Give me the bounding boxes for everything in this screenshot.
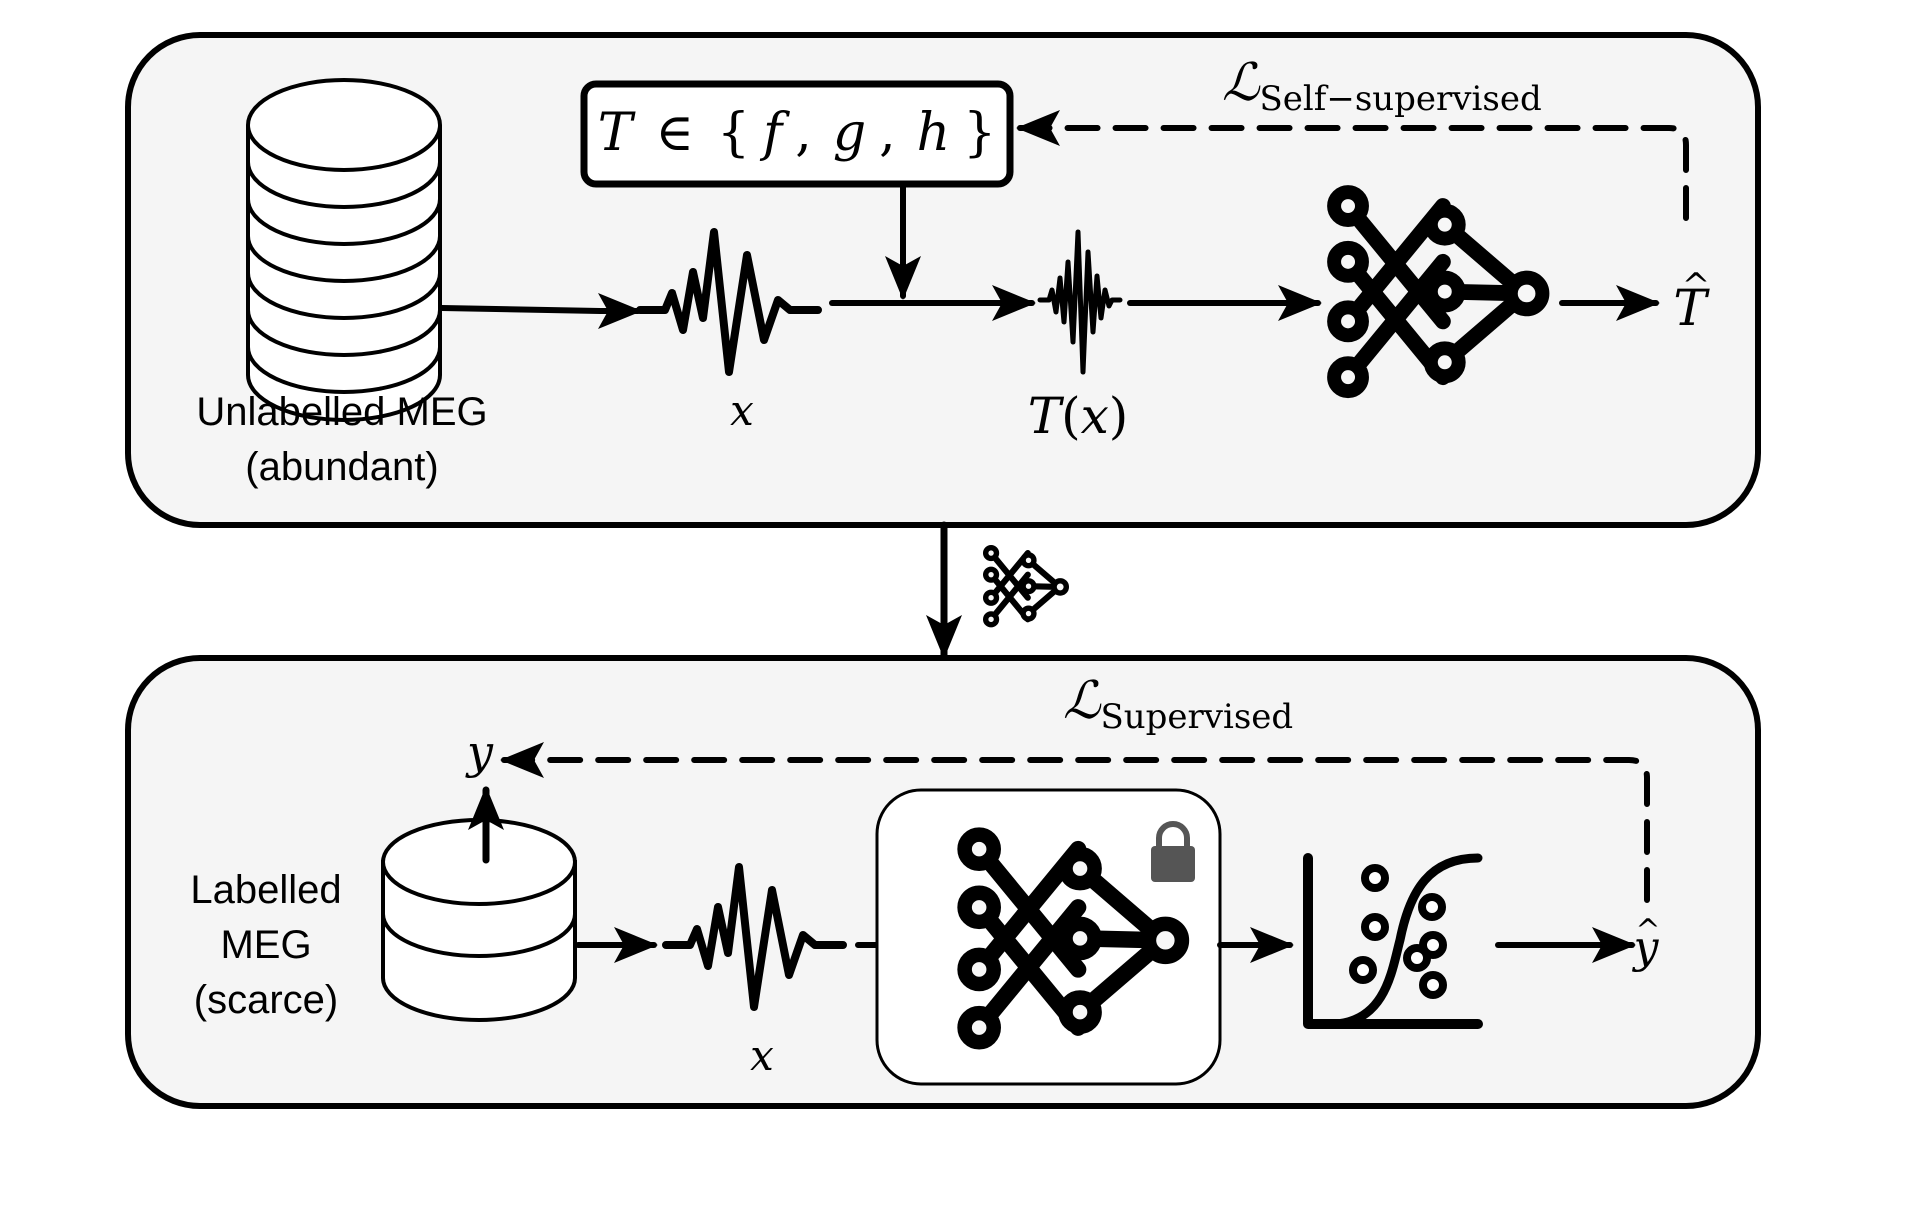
transform-set-box: T ∈ { f , g , h } — [580, 80, 1014, 188]
database-icon — [381, 818, 577, 1022]
transform-h: h — [917, 103, 951, 163]
set-open-brace: { — [717, 103, 750, 163]
labelled-database-label-line-1: Labelled — [190, 868, 341, 912]
transform-T: T — [598, 103, 636, 163]
database-label-line-1: Unlabelled MEG — [196, 390, 487, 434]
predicted-label-symbol: y — [1632, 922, 1660, 973]
comma-1: , — [795, 103, 812, 163]
waveform-icon — [662, 863, 847, 1011]
transform-f: f — [759, 103, 790, 163]
transformed-waveform-icon — [1037, 229, 1123, 375]
arrow-database-to-signal — [439, 293, 642, 329]
element-of-symbol: ∈ — [655, 103, 694, 163]
self-supervised-loss-label: ℒSelf−supervised — [1222, 53, 1542, 119]
logistic-regression-icon — [1303, 853, 1483, 1029]
comma-2: , — [879, 103, 896, 163]
transferred-network-icon — [986, 548, 1067, 625]
set-close-brace: } — [963, 103, 996, 163]
signal-x-label: x — [730, 386, 754, 435]
label-y: y — [465, 725, 494, 779]
predicted-transform-hat: ^ — [1682, 266, 1711, 306]
svg-text:T ∈ {: T ∈ { f , g , h } — [598, 103, 996, 163]
database-icon — [246, 78, 442, 422]
self-supervised-loss-arrow — [1016, 110, 1689, 221]
signal-x-label: x — [750, 1031, 774, 1080]
supervised-loss-label: ℒSupervised — [1063, 671, 1293, 737]
supervised-loss-arrow — [500, 742, 1650, 903]
database-label-line-2: (abundant) — [245, 445, 438, 489]
lock-icon — [1151, 821, 1195, 882]
pretraining-panel: Unlabelled MEG (abundant) x T ∈ { f , g … — [125, 32, 1761, 528]
transformed-signal-label: T(x) — [1028, 387, 1129, 445]
downstream-panel: Labelled MEG (scarce) y x — [125, 655, 1761, 1109]
waveform-icon — [636, 228, 822, 376]
transform-g: g — [833, 103, 866, 163]
predicted-label-hat: ^ — [1635, 913, 1660, 948]
labelled-database-label-line-3: (scarce) — [194, 978, 338, 1022]
labelled-database-label-line-2: MEG — [220, 923, 311, 967]
predicted-transform-symbol: T — [1673, 279, 1710, 337]
